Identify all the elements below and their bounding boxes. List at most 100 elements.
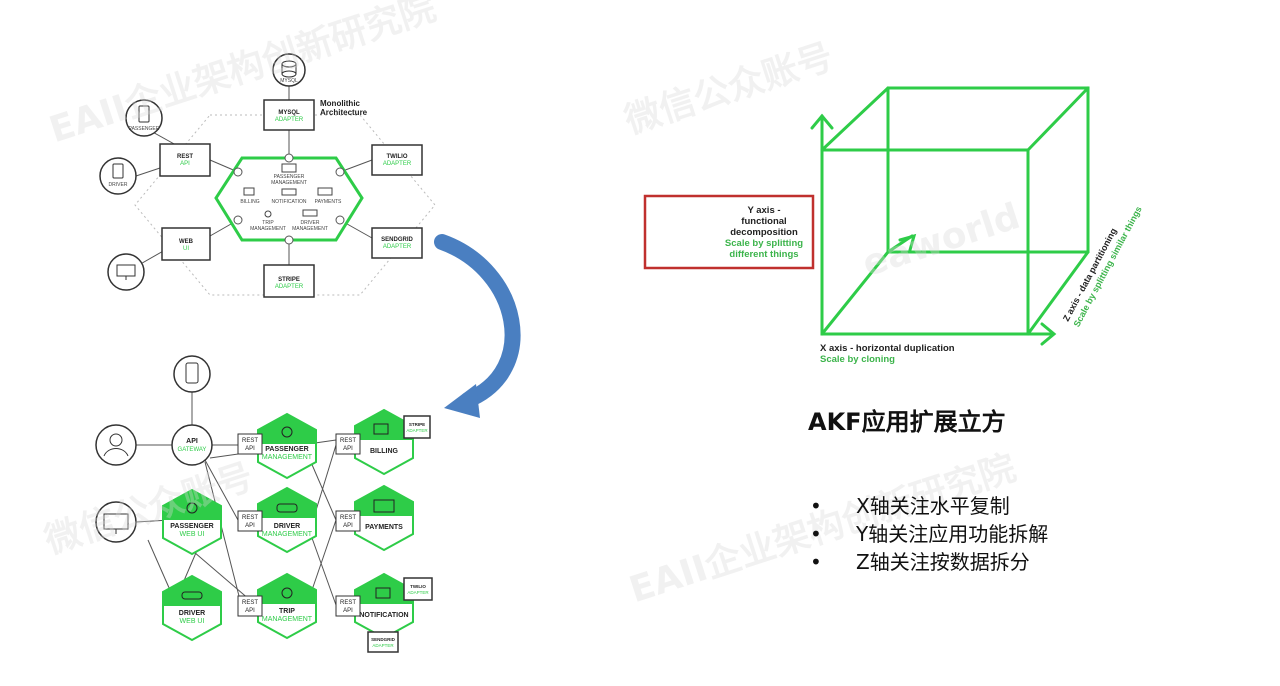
outer-hexagon <box>134 114 436 296</box>
adapter-sub: ADAPTER <box>372 643 394 648</box>
passenger-service-icon <box>281 426 293 438</box>
bullet-item: • X轴关注水平复制 <box>808 492 1048 520</box>
bullet-item: • Z轴关注按数据拆分 <box>808 548 1048 576</box>
service-title: PASSENGER <box>170 523 213 530</box>
adapter-sub: ADAPTER <box>383 244 412 250</box>
adapter-sub: API <box>180 161 190 167</box>
service-title: NOTIFICATION <box>359 612 408 619</box>
rest-label: REST <box>242 600 258 606</box>
notification-module-icon <box>281 188 297 196</box>
microservices-diagram: API GATEWAY <box>95 355 433 653</box>
rest-label: REST <box>340 515 356 521</box>
monolith-core-hexagon <box>214 156 364 242</box>
mobile-client-icon <box>173 355 211 393</box>
mobile-icon <box>99 157 137 195</box>
service-sub: MANAGEMENT <box>262 531 313 538</box>
bullet-dot: • <box>810 522 822 546</box>
adapter-title: MYSQL <box>278 110 300 116</box>
y-axis-label: functional <box>741 216 786 227</box>
service-title: DRIVER <box>179 610 205 617</box>
twilio-adapter-box <box>371 144 423 176</box>
desktop-icon <box>107 253 145 291</box>
service-sub: WEB UI <box>180 618 205 625</box>
service-sub: WEB UI <box>180 531 205 538</box>
core-module: MANAGEMENT <box>250 226 286 232</box>
adapter-title: WEB <box>179 239 194 245</box>
rest-api-box <box>335 510 361 532</box>
monolithic-diagram: PASSENGER MANAGEMENT BILLING NOTIFICATIO… <box>99 53 436 298</box>
core-module: TRIP <box>262 220 274 226</box>
arrow-head-icon <box>444 384 480 418</box>
z-axis-arrow-icon <box>898 233 917 252</box>
trip-module-icon <box>264 210 272 218</box>
billing-service-icon <box>373 423 389 435</box>
trip-service-icon <box>281 587 293 599</box>
phone-icon <box>125 99 163 137</box>
stripe-adapter-box <box>403 415 431 439</box>
gateway-title: API <box>186 438 198 445</box>
service-title: DRIVER <box>274 523 300 530</box>
rest-api-box <box>237 510 263 532</box>
core-module: NOTIFICATION <box>272 199 307 205</box>
core-module: MANAGEMENT <box>271 180 307 186</box>
database-icon <box>272 53 306 87</box>
passenger-module-icon <box>281 163 297 173</box>
transition-arrow <box>434 234 521 418</box>
driver-module-icon <box>302 209 318 217</box>
rest-api-box <box>237 433 263 455</box>
bullet-dot: • <box>810 550 822 574</box>
adapter-sub: ADAPTER <box>275 117 304 123</box>
passenger-web-icon <box>186 502 198 514</box>
adapter-sub: ADAPTER <box>406 428 428 433</box>
adapter-title: SENDGRID <box>381 237 413 243</box>
bullet-text: X轴关注水平复制 <box>856 494 1010 518</box>
bullet-text: Y轴关注应用功能拆解 <box>856 522 1049 546</box>
core-module: DRIVER <box>301 220 320 226</box>
rest-label: API <box>343 608 353 614</box>
rest-label: REST <box>242 438 258 444</box>
akf-cube <box>810 86 1090 346</box>
y-axis-label: decomposition <box>730 227 798 238</box>
client-label: DRIVER <box>109 182 128 188</box>
y-axis-label: Y axis - <box>747 205 780 216</box>
desktop-client-icon <box>95 501 137 543</box>
client-label: MYSQL <box>280 78 298 84</box>
rest-label: REST <box>340 600 356 606</box>
billing-module-icon <box>243 187 255 196</box>
rest-label: API <box>245 446 255 452</box>
gateway-sub: GATEWAY <box>178 447 207 453</box>
service-sub: MANAGEMENT <box>262 616 313 623</box>
rest-api-box <box>159 143 211 177</box>
sendgrid-adapter-box <box>367 631 399 653</box>
service-title: BILLING <box>370 448 399 455</box>
bullet-dot: • <box>810 494 822 518</box>
y-axis-arrow-icon <box>810 113 834 130</box>
core-module: MANAGEMENT <box>292 226 328 232</box>
driver-web-icon <box>181 591 203 600</box>
rest-label: REST <box>340 438 356 444</box>
service-title: PAYMENTS <box>365 524 403 531</box>
y-axis-note: different things <box>729 249 798 260</box>
rest-api-box <box>335 595 361 617</box>
y-axis-highlight-box <box>643 194 815 270</box>
adapter-title: STRIPE <box>278 277 300 283</box>
monolith-subtitle: Architecture <box>320 108 368 117</box>
rest-label: API <box>343 523 353 529</box>
mysql-adapter-box <box>263 99 315 131</box>
stripe-adapter-box <box>263 264 315 298</box>
core-module: BILLING <box>240 199 259 205</box>
payments-module-icon <box>317 187 333 196</box>
rest-label: REST <box>242 515 258 521</box>
client-label: PASSENGER <box>129 126 160 132</box>
adapter-sub: UI <box>183 246 189 252</box>
adapter-sub: ADAPTER <box>275 284 304 290</box>
x-axis-arrow-icon <box>1040 322 1057 346</box>
adapter-title: TWILIO <box>387 154 408 160</box>
driver-service-icon <box>276 503 298 513</box>
payments-service-icon <box>373 499 395 513</box>
sendgrid-adapter-box <box>371 227 423 259</box>
bullet-text: Z轴关注按数据拆分 <box>856 550 1030 574</box>
adapter-title: STRIPE <box>409 422 425 427</box>
rest-api-box <box>237 595 263 617</box>
